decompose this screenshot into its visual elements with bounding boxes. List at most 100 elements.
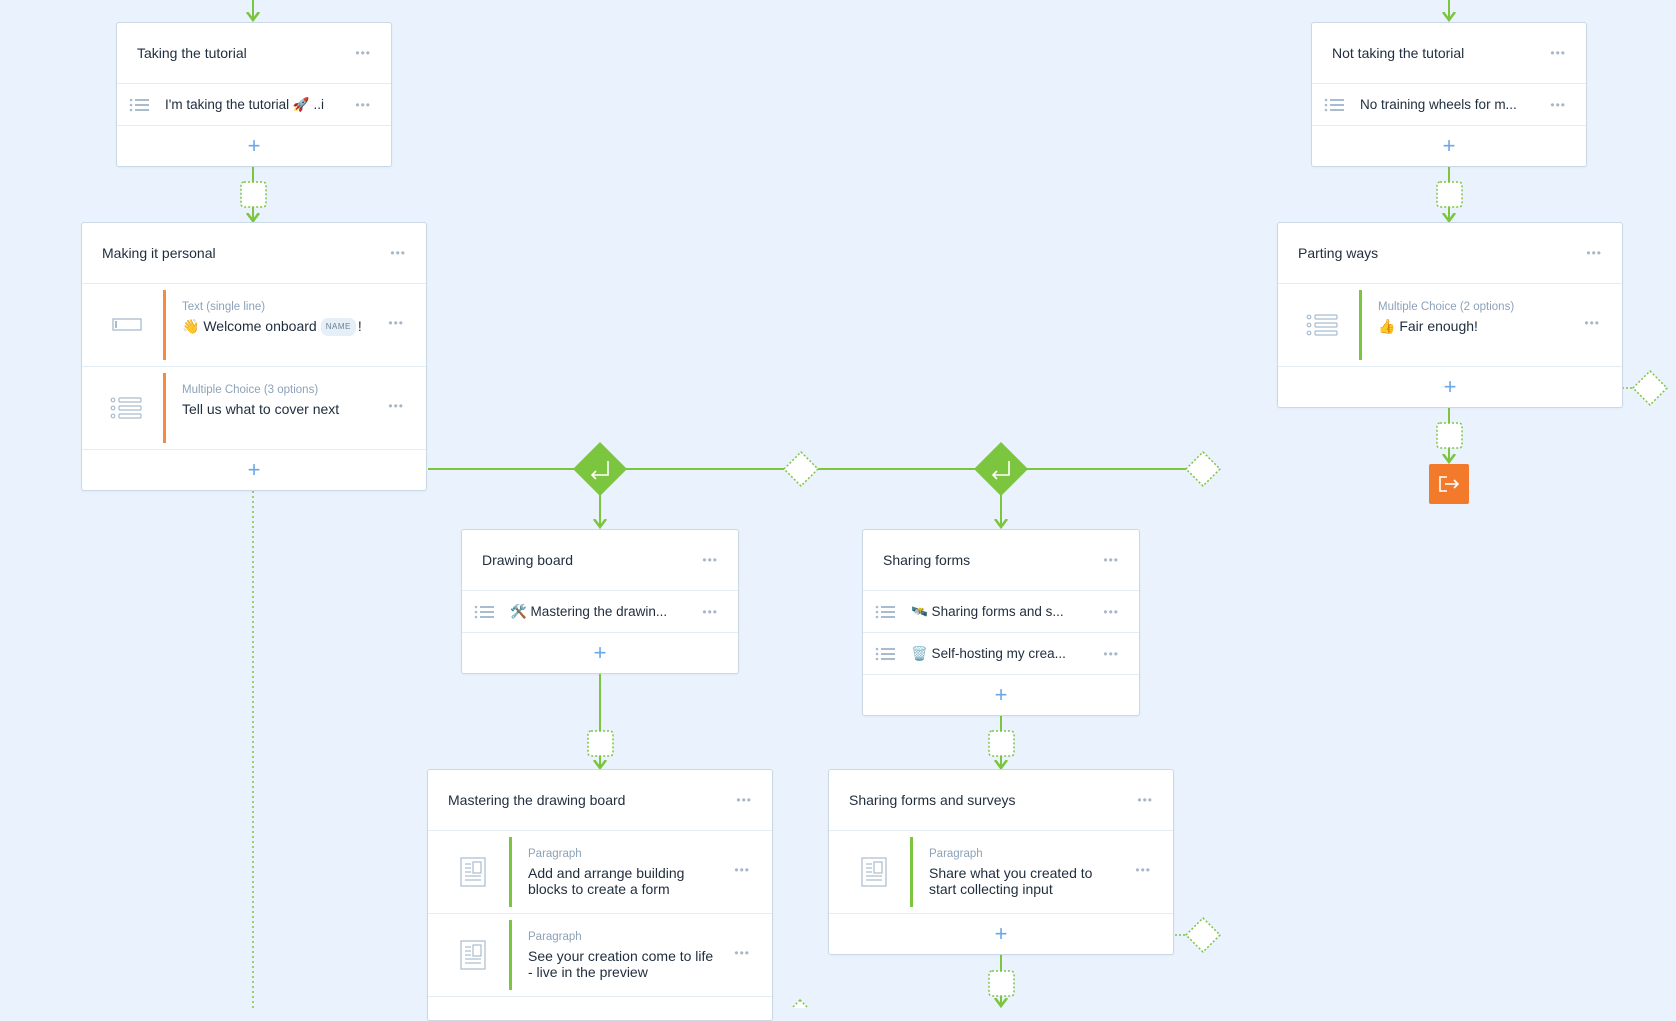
question-type: Multiple Choice (2 options) (1378, 301, 1515, 313)
more-dots-icon[interactable]: ••• (702, 553, 718, 567)
paragraph-icon (460, 940, 486, 970)
add-question-button[interactable]: + (829, 914, 1173, 954)
end-screen-button[interactable] (1429, 464, 1469, 504)
add-question-button[interactable]: + (1278, 367, 1622, 407)
more-dots-icon[interactable]: ••• (734, 946, 750, 960)
more-dots-icon[interactable]: ••• (1586, 246, 1602, 260)
add-question-button[interactable]: + (863, 675, 1139, 715)
list-icon (110, 397, 142, 419)
more-dots-icon[interactable]: ••• (1103, 646, 1119, 661)
question-type: Paragraph (929, 848, 983, 860)
list-icon (474, 605, 494, 618)
add-question-button[interactable]: + (82, 450, 426, 490)
more-dots-icon[interactable]: ••• (1135, 863, 1151, 877)
group-sharing-forms[interactable]: Sharing forms ••• 🛰️ Sharing forms and s… (862, 529, 1140, 716)
question-line: blocks to create a form (528, 881, 670, 897)
branch-diamond-2[interactable] (974, 442, 1028, 496)
question-accent-bar (509, 837, 512, 907)
group-title: Mastering the drawing board (448, 792, 626, 808)
question-accent-bar (509, 920, 512, 990)
question-line: Add and arrange building (528, 865, 685, 881)
question-type: Text (single line) (182, 301, 266, 313)
more-dots-icon[interactable]: ••• (736, 793, 752, 807)
more-dots-icon[interactable]: ••• (355, 97, 371, 112)
question-accent-bar (1359, 290, 1362, 360)
paragraph-icon (861, 857, 887, 887)
question-line: - live in the preview (528, 964, 648, 980)
plus-icon: + (994, 921, 1008, 946)
more-dots-icon[interactable]: ••• (1550, 97, 1566, 112)
group-parting-ways[interactable]: Parting ways ••• Multiple Choice (2 opti… (1277, 222, 1623, 408)
question-text: Tell us what to cover next (182, 401, 340, 417)
emoji: 👋 (182, 318, 200, 334)
question-text: Share what you created to start collecti… (929, 865, 1092, 897)
list-icon (129, 98, 149, 111)
text-field-icon (112, 318, 142, 331)
group-mastering-drawing-board[interactable]: Mastering the drawing board ••• Paragrap… (427, 769, 773, 1021)
item-label: I'm taking the tutorial 🚀 ..i (165, 96, 324, 112)
plus-icon: + (994, 682, 1008, 707)
more-dots-icon[interactable]: ••• (1103, 553, 1119, 567)
more-dots-icon[interactable]: ••• (1584, 316, 1600, 330)
question-line: start collecting input (929, 881, 1053, 897)
add-question-button[interactable]: + (1312, 126, 1586, 166)
question-accent-bar (163, 290, 166, 360)
list-item[interactable]: 🗑️ Self-hosting my crea... ••• (863, 633, 1139, 675)
more-dots-icon[interactable]: ••• (1103, 604, 1119, 619)
recall-badge: NAME (320, 318, 356, 337)
question-label: 👍 Fair enough! (1378, 318, 1478, 334)
group-drawing-board[interactable]: Drawing board ••• 🛠️ Mastering the drawi… (461, 529, 739, 674)
paragraph-icon (460, 857, 486, 887)
question-paragraph-share[interactable]: Paragraph Share what you created to star… (829, 831, 1173, 914)
emoji: 👍 (1378, 318, 1396, 334)
list-icon (1324, 98, 1344, 111)
more-dots-icon[interactable]: ••• (734, 863, 750, 877)
plus-icon: + (247, 457, 261, 482)
list-item[interactable]: 🛠️ Mastering the drawin... ••• (462, 591, 738, 633)
item-label: 🛰️ Sharing forms and s... (911, 603, 1064, 619)
more-dots-icon[interactable]: ••• (1137, 793, 1153, 807)
group-title: Sharing forms and surveys (849, 792, 1016, 808)
plus-icon: + (247, 133, 261, 158)
group-sharing-forms-surveys[interactable]: Sharing forms and surveys ••• Paragraph … (828, 769, 1174, 955)
more-dots-icon[interactable]: ••• (390, 246, 406, 260)
question-accent-bar (163, 373, 166, 443)
more-dots-icon[interactable]: ••• (388, 316, 404, 330)
group-title: Not taking the tutorial (1332, 45, 1465, 61)
more-dots-icon[interactable]: ••• (702, 604, 718, 619)
question-type: Paragraph (528, 931, 582, 943)
plus-icon: + (1443, 374, 1457, 399)
group-making-it-personal[interactable]: Making it personal ••• Text (single line… (81, 222, 427, 491)
question-type: Multiple Choice (3 options) (182, 384, 319, 396)
question-paragraph-1[interactable]: Paragraph Add and arrange building block… (428, 831, 772, 914)
question-line: Share what you created to (929, 865, 1093, 881)
list-item[interactable]: 🛰️ Sharing forms and s... ••• (863, 591, 1139, 633)
more-dots-icon[interactable]: ••• (388, 399, 404, 413)
list-item[interactable]: I'm taking the tutorial 🚀 ..i ••• (117, 84, 391, 126)
group-taking-tutorial[interactable]: Taking the tutorial ••• I'm taking the t… (116, 22, 392, 167)
question-text: See your creation come to life - live in… (528, 948, 713, 980)
group-title: Parting ways (1298, 245, 1379, 261)
more-dots-icon[interactable]: ••• (1550, 46, 1566, 60)
question-text: Add and arrange building blocks to creat… (528, 865, 684, 897)
branch-diamond-1[interactable] (573, 442, 627, 496)
branch-return-icon (991, 461, 1010, 480)
list-icon (875, 647, 895, 660)
list-item[interactable]: No training wheels for m... ••• (1312, 84, 1586, 126)
list-icon (875, 605, 895, 618)
question-type: Paragraph (528, 848, 582, 860)
question-fair-enough[interactable]: Multiple Choice (2 options) 👍 Fair enoug… (1278, 284, 1622, 367)
more-dots-icon[interactable]: ••• (355, 46, 371, 60)
plus-icon: + (593, 640, 607, 665)
group-title: Taking the tutorial (137, 45, 247, 61)
add-question-button[interactable]: + (462, 633, 738, 673)
add-question-button[interactable]: + (117, 126, 391, 166)
group-not-taking-tutorial[interactable]: Not taking the tutorial ••• No training … (1311, 22, 1587, 167)
branch-return-icon (590, 461, 609, 480)
question-paragraph-2[interactable]: Paragraph See your creation come to life… (428, 914, 772, 997)
item-label: 🗑️ Self-hosting my crea... (911, 645, 1066, 661)
question-cover-next[interactable]: Multiple Choice (3 options) Tell us what… (82, 367, 426, 450)
list-icon (1306, 314, 1338, 336)
